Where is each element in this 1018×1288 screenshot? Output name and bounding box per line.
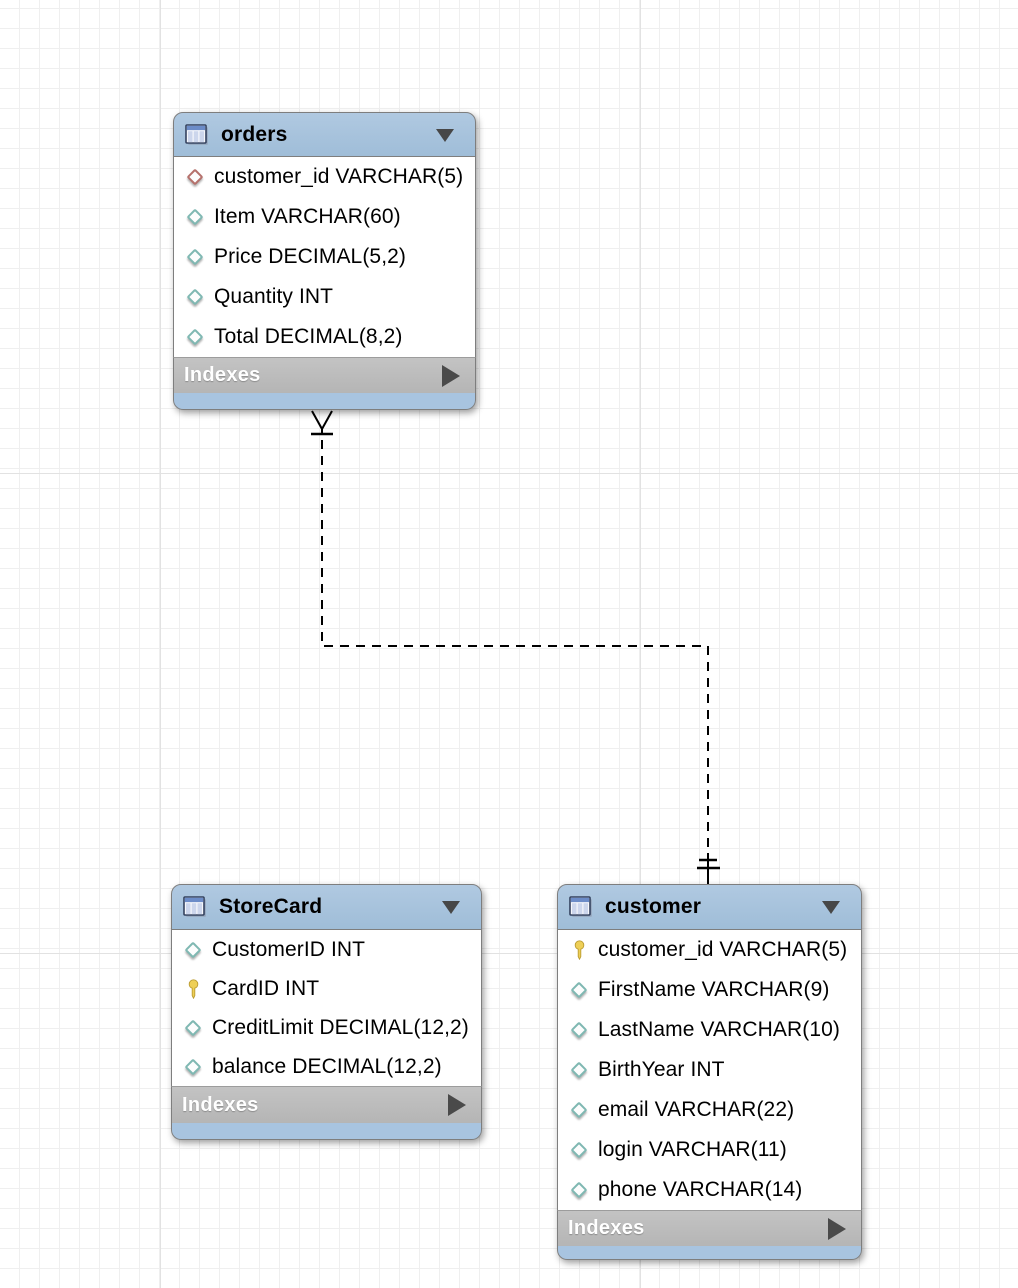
column-label: Item VARCHAR(60) bbox=[214, 205, 401, 228]
collapse-triangle-icon[interactable] bbox=[436, 128, 454, 142]
table-title: StoreCard bbox=[219, 895, 323, 918]
column-row[interactable]: phone VARCHAR(14) bbox=[558, 1170, 861, 1210]
column-label: email VARCHAR(22) bbox=[598, 1098, 795, 1121]
primary-key-icon bbox=[188, 978, 198, 999]
column-label: customer_id VARCHAR(5) bbox=[598, 938, 848, 961]
column-label: balance DECIMAL(12,2) bbox=[212, 1054, 442, 1078]
column-diamond-icon bbox=[570, 1061, 588, 1079]
column-row[interactable]: Item VARCHAR(60) bbox=[174, 197, 475, 237]
column-diamond-icon bbox=[184, 941, 202, 958]
column-row[interactable]: CustomerID INT bbox=[172, 930, 481, 969]
column-label: CardID INT bbox=[212, 976, 320, 1000]
column-row[interactable]: FirstName VARCHAR(9) bbox=[558, 970, 861, 1010]
table-icon bbox=[183, 896, 206, 917]
table-title: customer bbox=[605, 895, 702, 918]
collapse-triangle-icon[interactable] bbox=[442, 901, 460, 914]
column-diamond-icon bbox=[570, 1101, 588, 1119]
column-diamond-icon bbox=[186, 328, 204, 346]
column-row[interactable]: Quantity INT bbox=[174, 277, 475, 317]
column-label: customer_id VARCHAR(5) bbox=[214, 165, 464, 188]
table-header-orders[interactable]: orders bbox=[173, 112, 476, 157]
table-figure-storecard[interactable]: StoreCard CustomerID INT CardID INT Cred… bbox=[171, 884, 482, 1140]
table-footer bbox=[557, 1246, 862, 1260]
column-row[interactable]: LastName VARCHAR(10) bbox=[558, 1010, 861, 1050]
column-diamond-icon bbox=[570, 981, 588, 999]
indexes-label: Indexes bbox=[184, 364, 261, 386]
column-diamond-icon bbox=[186, 248, 204, 266]
column-label: CustomerID INT bbox=[212, 937, 366, 961]
expand-right-triangle-icon[interactable] bbox=[448, 1094, 466, 1116]
column-label: Total DECIMAL(8,2) bbox=[214, 325, 403, 348]
column-diamond-icon bbox=[184, 1019, 202, 1036]
column-label: Price DECIMAL(5,2) bbox=[214, 245, 407, 268]
column-row[interactable]: customer_id VARCHAR(5) bbox=[558, 930, 861, 970]
table-icon bbox=[569, 896, 592, 917]
table-footer bbox=[171, 1123, 482, 1140]
column-diamond-icon bbox=[570, 1141, 588, 1159]
column-row[interactable]: CardID INT bbox=[172, 969, 481, 1008]
column-row[interactable]: CreditLimit DECIMAL(12,2) bbox=[172, 1008, 481, 1047]
column-label: BirthYear INT bbox=[598, 1058, 725, 1081]
column-label: LastName VARCHAR(10) bbox=[598, 1018, 841, 1041]
foreign-key-diamond-icon bbox=[186, 168, 204, 186]
indexes-label: Indexes bbox=[568, 1217, 645, 1239]
table-icon bbox=[185, 123, 208, 145]
table-figure-orders[interactable]: orders customer_id VARCHAR(5) Item VARCH… bbox=[173, 112, 476, 410]
expand-right-triangle-icon[interactable] bbox=[828, 1217, 846, 1240]
column-label: Quantity INT bbox=[214, 285, 334, 308]
table-header-storecard[interactable]: StoreCard bbox=[171, 884, 482, 930]
column-diamond-icon bbox=[186, 208, 204, 226]
column-row[interactable]: balance DECIMAL(12,2) bbox=[172, 1047, 481, 1086]
table-title: orders bbox=[221, 122, 288, 146]
column-row[interactable]: Total DECIMAL(8,2) bbox=[174, 317, 475, 357]
collapse-triangle-icon[interactable] bbox=[822, 901, 840, 914]
indexes-label: Indexes bbox=[182, 1093, 259, 1116]
column-row[interactable]: Price DECIMAL(5,2) bbox=[174, 237, 475, 277]
primary-key-icon bbox=[574, 940, 584, 960]
column-row[interactable]: BirthYear INT bbox=[558, 1050, 861, 1090]
column-row[interactable]: login VARCHAR(11) bbox=[558, 1130, 861, 1170]
expand-right-triangle-icon[interactable] bbox=[442, 364, 460, 387]
column-label: login VARCHAR(11) bbox=[598, 1138, 787, 1161]
column-label: phone VARCHAR(14) bbox=[598, 1178, 803, 1201]
column-row[interactable]: email VARCHAR(22) bbox=[558, 1090, 861, 1130]
table-columns-storecard: CustomerID INT CardID INT CreditLimit DE… bbox=[171, 930, 482, 1086]
indexes-bar[interactable]: Indexes bbox=[171, 1086, 482, 1123]
column-label: CreditLimit DECIMAL(12,2) bbox=[212, 1015, 469, 1039]
table-figure-customer[interactable]: customer customer_id VARCHAR(5) FirstNam… bbox=[557, 884, 862, 1260]
column-diamond-icon bbox=[570, 1181, 588, 1199]
crows-foot-many-marker bbox=[311, 410, 333, 436]
column-label: FirstName VARCHAR(9) bbox=[598, 978, 830, 1001]
column-row[interactable]: customer_id VARCHAR(5) bbox=[174, 157, 475, 197]
column-diamond-icon bbox=[186, 288, 204, 306]
one-cardinality-marker bbox=[697, 853, 720, 884]
table-columns-orders: customer_id VARCHAR(5) Item VARCHAR(60) … bbox=[173, 157, 476, 357]
table-footer bbox=[173, 393, 476, 410]
indexes-bar[interactable]: Indexes bbox=[557, 1210, 862, 1246]
column-diamond-icon bbox=[184, 1058, 202, 1075]
table-header-customer[interactable]: customer bbox=[557, 884, 862, 930]
table-columns-customer: customer_id VARCHAR(5) FirstName VARCHAR… bbox=[557, 930, 862, 1210]
indexes-bar[interactable]: Indexes bbox=[173, 357, 476, 393]
column-diamond-icon bbox=[570, 1021, 588, 1039]
relationship-line bbox=[321, 440, 709, 853]
